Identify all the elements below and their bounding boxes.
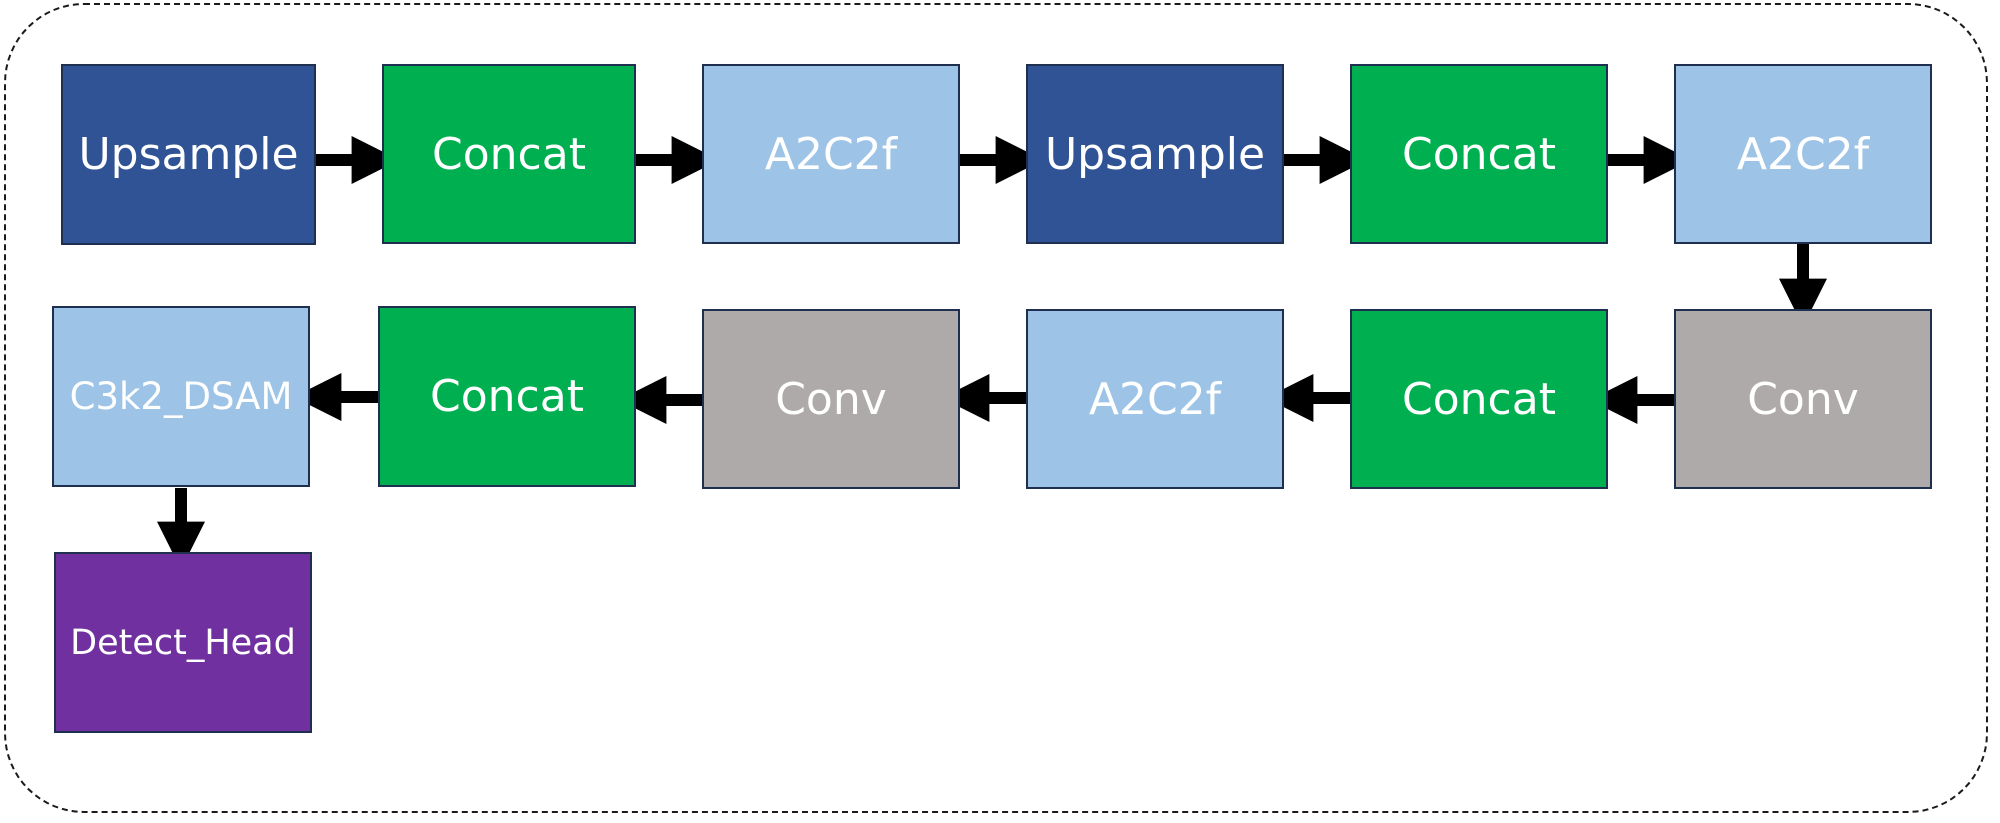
concat-block-1: Concat [382,64,636,244]
conv-block-2: Conv [702,309,960,489]
a2c2f-block-1: A2C2f [702,64,960,244]
c3k2-dsam-block: C3k2_DSAM [52,306,310,487]
upsample-block-1: Upsample [61,64,316,245]
upsample-block-2: Upsample [1026,64,1284,244]
detect-head-block: Detect_Head [54,552,312,733]
concat-block-4: Concat [378,306,636,487]
concat-block-2: Concat [1350,64,1608,244]
dashed-container-frame [4,3,1988,813]
concat-block-3: Concat [1350,309,1608,489]
a2c2f-block-2: A2C2f [1674,64,1932,244]
conv-block-1: Conv [1674,309,1932,489]
a2c2f-block-3: A2C2f [1026,309,1284,489]
